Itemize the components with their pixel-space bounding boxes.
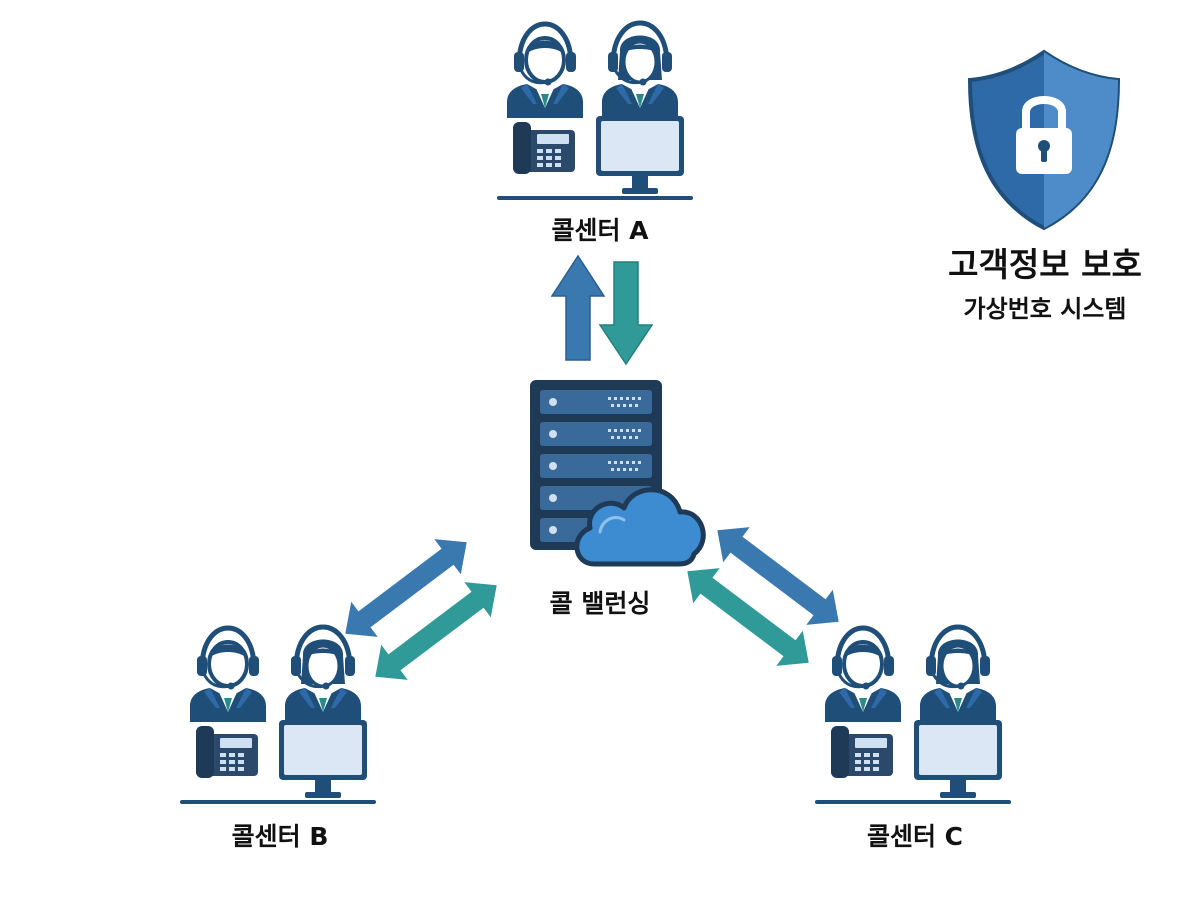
call-center-c-label: 콜센터 C (866, 822, 964, 851)
call-center-b-label: 콜센터 B (231, 822, 329, 851)
call-center-c-illustration (815, 627, 1011, 804)
arrow-down-icon (598, 261, 654, 366)
shield-lock-icon (967, 49, 1121, 231)
security-title: 고객정보 보호 (948, 245, 1142, 284)
double-arrow-icon (687, 568, 809, 666)
double-arrow-icon (345, 539, 467, 637)
call-center-a-label: 콜센터 A (551, 216, 649, 245)
double-arrow-icon (717, 527, 839, 625)
call-center-b-illustration (180, 627, 376, 804)
load-balancer-label: 콜 밸런싱 (549, 589, 651, 618)
cloud-icon (574, 487, 706, 567)
call-center-a-illustration (497, 23, 693, 200)
security-subtitle: 가상번호 시스템 (963, 295, 1127, 323)
arrow-up-icon (550, 254, 606, 361)
double-arrow-icon (375, 582, 497, 680)
